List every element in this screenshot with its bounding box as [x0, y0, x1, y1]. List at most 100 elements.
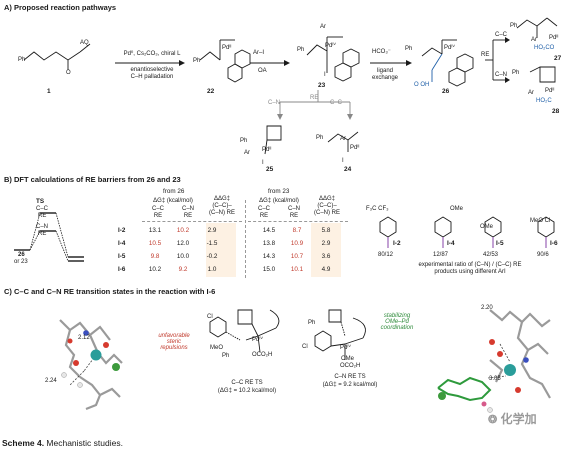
aryl-i5-label: I-5 [496, 240, 504, 247]
compound-22-label: 22 [207, 88, 215, 95]
section-c-title: C) C–C and C–N RE transition states in t… [4, 287, 216, 296]
arrow-1-reagents: Pd⁰, Cs₂CO₃, chiral L [123, 51, 181, 57]
compound-1-o: O [66, 70, 71, 76]
arrow-2 [250, 60, 290, 66]
compound-24-i: I [342, 158, 344, 164]
compound-23-ph: Ph [297, 47, 305, 53]
arrow-3-cond-1: ligand [377, 68, 394, 74]
ratio-caption-1: experimental ratio of (C–N) / (C–C) RE [418, 262, 522, 268]
compound-24-ar: Ar [340, 136, 346, 142]
cn-ts-ome: OMe [341, 356, 355, 362]
sep-23 [248, 221, 348, 222]
energy-cn-re: RE [38, 231, 47, 237]
cc-ts-meo: MeO [210, 345, 224, 351]
cc-ts-dg: (ΔG‡ = 10.2 kcal/mol) [217, 388, 277, 394]
compound-26-structure [421, 39, 474, 87]
compound-24-pd: Pdᴵᴵ [350, 145, 360, 151]
cn-ts-title: C–N RE TS [334, 374, 366, 380]
energy-cc: C–C [36, 206, 49, 212]
energy-ts: TS [36, 198, 45, 205]
ddg-header-26: ΔΔG‡(C–C)–(C–N) RE [208, 196, 235, 216]
sep-vertical [245, 200, 246, 278]
from-23-header: from 23 [268, 188, 290, 195]
compound-22-structure [199, 39, 251, 83]
compound-28-structure [529, 66, 556, 83]
cn-ts-dg: (ΔG‡ = 9.2 kcal/mol) [322, 382, 378, 388]
ddg-bg-26 [206, 223, 236, 277]
scheme-caption: Scheme 4. Mechanistic studies. [2, 438, 123, 448]
table-row: I-5 9.8 10.0 -0.2 14.3 10.7 3.6 [118, 253, 331, 260]
section-a-title: A) Proposed reaction pathways [4, 3, 117, 12]
aryl-i2-sub: F₃C CF₃ [366, 206, 389, 212]
compound-1-label: 1 [47, 88, 51, 95]
branch-cc-label: C–C [495, 32, 508, 38]
compound-25-ar: Ar [244, 150, 250, 156]
dist-305: 3.05 [489, 376, 501, 382]
cn-ts-ph: Ph [308, 320, 316, 326]
cc-ts-title: C–C RE TS [231, 380, 263, 386]
compound-23-i: I [324, 72, 326, 78]
table-row: I-6 10.2 9.2 1.0 15.0 10.1 4.9 [118, 266, 331, 273]
cn-ts-oco2h: OCO₂H [340, 363, 361, 369]
compound-23-ar: Ar [320, 24, 326, 30]
aryl-i6-sub: MeO Cl [530, 218, 551, 224]
aryl-i4-label: I-4 [447, 240, 455, 247]
sep-26 [142, 221, 242, 222]
compound-27-ar: Ar [531, 37, 537, 43]
dist-220: 2.20 [481, 305, 493, 311]
compound-28-label: 28 [552, 108, 560, 115]
aryl-iodides [379, 216, 555, 248]
aryl-i5-ratio: 42/53 [483, 252, 499, 258]
compound-24-label: 24 [344, 166, 352, 173]
compound-26-pd: Pdᴵⱽ [444, 45, 455, 51]
arrow-3 [370, 60, 412, 66]
watermark-icon: ❂ [488, 414, 498, 426]
grey-cn-label: C–N [268, 100, 281, 106]
arrow-3-reagent: HCO₃⁻ [372, 49, 391, 55]
compound-23-structure [306, 36, 360, 82]
compound-27-pd: Pdᴵᴵ [549, 35, 559, 41]
compound-1-aq: AQ [80, 40, 89, 46]
ddg-header-23: ΔΔG‡(C–C)–(C–N) RE [313, 196, 340, 216]
compound-26-label: 26 [442, 88, 450, 95]
aryl-i6-ratio: 90/6 [537, 252, 549, 258]
aryl-i2-ratio: 80/12 [378, 252, 394, 258]
compound-22-pd: Pdᴵᴵ [222, 45, 232, 51]
dist-224: 2.24 [45, 378, 57, 384]
ddg-bg-23 [311, 223, 341, 277]
compound-26-oco2h: O OH [414, 82, 430, 88]
compound-27-ho2c: HO₂CO [534, 45, 555, 51]
cc-ts-oco2h: OCO₂H [252, 352, 273, 358]
compound-25-i: I [262, 160, 264, 166]
compound-1-structure [23, 43, 91, 70]
compound-25-ph: Ph [240, 138, 248, 144]
arrow-3-cond-2: exchange [372, 75, 399, 81]
cn-ts-pd: Pdᴵⱽ [340, 345, 351, 351]
compound-23-pd: Pdᴵⱽ [325, 43, 336, 49]
compound-27-label: 27 [554, 55, 562, 62]
branch-cn-label: C–N [495, 72, 508, 78]
cc-ts-ph: Ph [222, 353, 230, 359]
aryl-i5-sub: OMe [480, 224, 494, 230]
cn-ts-structure [314, 309, 366, 360]
arrow-1-cond-2: C–H palladation [130, 74, 174, 80]
cn-ts-3d-model [437, 309, 551, 413]
watermark: ❂ 化学加 [488, 412, 537, 426]
aryl-i4-sub: OMe [450, 206, 464, 212]
section-b-title: B) DFT calculations of RE barriers from … [4, 175, 181, 184]
arrow-1 [115, 60, 185, 66]
from-26-header: from 26 [163, 188, 185, 195]
cc-ts-structure [209, 309, 280, 353]
re-barrier-table: I-2 13.1 10.2 2.9 14.5 8.7 5.8 I-4 10.5 … [118, 224, 341, 276]
dg-header-26: ΔG‡ (kcal/mol) [153, 198, 193, 204]
aryl-i4-ratio: 12/87 [433, 252, 449, 258]
table-row: I-2 13.1 10.2 2.9 14.5 8.7 5.8 [118, 227, 331, 234]
cn-ts-cl: Cl [302, 344, 308, 350]
arrow-2-reagent: Ar–I [253, 50, 265, 56]
energy-26: 26 [18, 252, 25, 258]
